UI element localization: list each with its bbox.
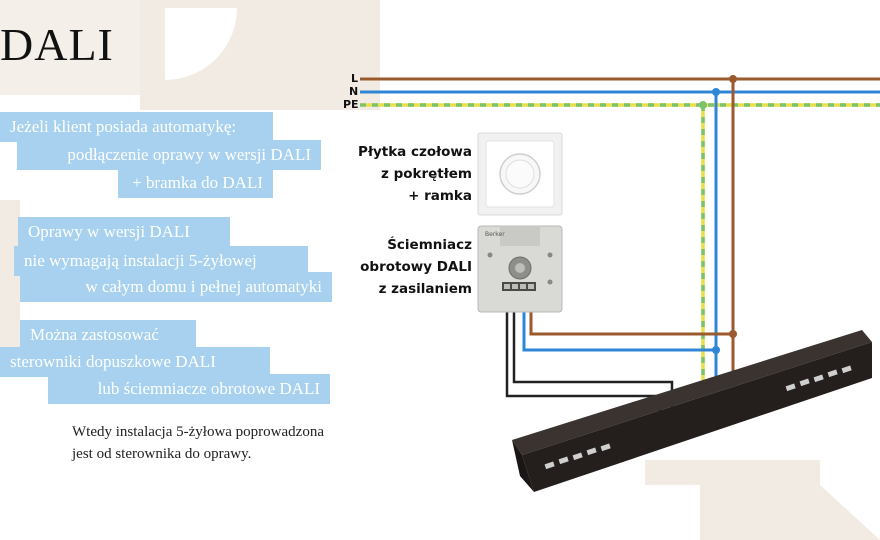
junction-L xyxy=(729,75,737,83)
quarter-circle-shape xyxy=(165,8,237,80)
dimmer-label: Ściemniacz obrotowy DALI z zasilaniem xyxy=(330,234,472,300)
dimmer-faceplate-icon xyxy=(477,132,563,216)
faceplate-label: Płytka czołowa z pokrętłem + ramka xyxy=(330,141,472,207)
box1-line1: Jeżeli klient posiada automatykę: xyxy=(0,112,273,142)
faceplate-label-line3: + ramka xyxy=(408,188,472,204)
dimmer-insert-icon: Berker xyxy=(477,225,563,313)
faceplate-label-line2: z pokrętłem xyxy=(381,166,472,182)
box2-line2: nie wymagają instalacji 5-żyłowej xyxy=(14,246,308,276)
box2-line1: Oprawy w wersji DALI xyxy=(18,217,230,247)
dimmer-label-line2: obrotowy DALI xyxy=(360,259,472,275)
box2-line3: w całym domu i pełnej automatyki xyxy=(20,272,332,302)
box3-line2: sterowniki dopuszkowe DALI xyxy=(0,347,270,377)
junction-PE xyxy=(699,101,707,109)
faceplate-label-line1: Płytka czołowa xyxy=(358,144,472,160)
junction-N xyxy=(712,88,720,96)
dimmer-label-line3: z zasilaniem xyxy=(378,281,472,297)
box1-line2: podłączenie oprawy w wersji DALI xyxy=(17,140,321,170)
note-text: Wtedy instalacja 5-żyłowa poprowadzona j… xyxy=(72,424,324,462)
box1-line3: + bramka do DALI xyxy=(118,168,273,198)
linear-luminaire-icon xyxy=(512,330,872,492)
box3-line3: lub ściemniacze obrotowe DALI xyxy=(48,374,330,404)
page-title: DALI xyxy=(0,19,114,70)
box3-line1: Można zastosować xyxy=(20,320,196,350)
svg-text:Berker: Berker xyxy=(485,231,505,238)
wire-label-L: L xyxy=(351,72,359,85)
dimmer-label-line1: Ściemniacz xyxy=(387,237,472,253)
wire-label-N: N xyxy=(349,85,359,98)
wire-label-PE: PE xyxy=(343,98,359,111)
